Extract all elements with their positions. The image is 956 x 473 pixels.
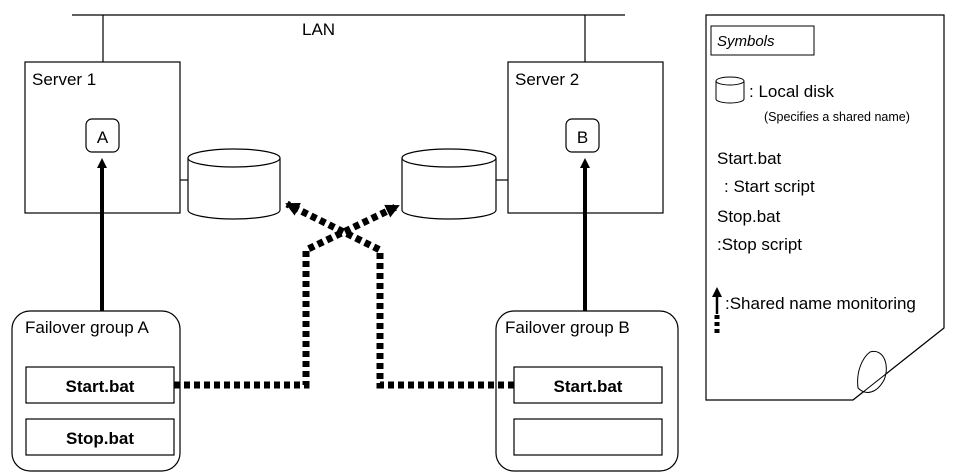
group-b-stop-script bbox=[513, 418, 663, 456]
legend-monitoring-desc: :Shared name monitoring bbox=[725, 294, 916, 313]
group-b-start-label: Start.bat bbox=[554, 377, 623, 396]
monitor-path-a-to-disk-2 bbox=[174, 202, 400, 389]
legend-local-disk-note: (Specifies a shared name) bbox=[764, 110, 910, 124]
monitor-path-b-to-disk-1 bbox=[285, 200, 514, 389]
legend-disk-symbol bbox=[715, 81, 745, 104]
server-1: Server 1 A bbox=[24, 61, 181, 214]
group-a-stop-script bbox=[25, 418, 175, 456]
legend: Symbols : Local disk (Specifies a shared… bbox=[705, 14, 945, 401]
legend-local-disk: : Local disk bbox=[749, 82, 835, 101]
group-b-label: Failover group B bbox=[505, 318, 630, 337]
group-a-stop-label: Stop.bat bbox=[66, 429, 134, 448]
legend-title: Symbols bbox=[717, 33, 775, 50]
legend-stop-script-desc: :Stop script bbox=[717, 235, 802, 254]
local-disk-1 bbox=[180, 148, 281, 220]
legend-title-box bbox=[710, 25, 815, 56]
resource-a-box bbox=[85, 118, 120, 153]
resource-b-box bbox=[565, 118, 600, 153]
failover-group-a: Failover group A Start.bat Stop.bat bbox=[11, 310, 181, 472]
local-disk-2 bbox=[401, 148, 508, 220]
legend-start-script-desc: : Start script bbox=[724, 177, 815, 196]
server-2-label: Server 2 bbox=[515, 70, 579, 89]
server-1-label: Server 1 bbox=[32, 70, 96, 89]
resource-b-label: B bbox=[577, 128, 588, 147]
disk-2-body bbox=[401, 158, 497, 220]
lan-network: LAN bbox=[72, 14, 625, 62]
failover-group-b: Failover group B Start.bat bbox=[495, 310, 679, 472]
legend-stop-script-name: Stop.bat bbox=[717, 207, 781, 226]
group-a-label: Failover group A bbox=[25, 318, 149, 337]
legend-page-curl bbox=[852, 327, 945, 401]
disk-1-top bbox=[187, 148, 281, 168]
legend-disk-symbol-top bbox=[715, 76, 745, 86]
disk-1-body bbox=[187, 158, 281, 220]
legend-start-script-name: Start.bat bbox=[717, 149, 782, 168]
lan-label: LAN bbox=[302, 20, 335, 39]
resource-a-label: A bbox=[97, 128, 109, 147]
group-b-start-script bbox=[513, 366, 663, 404]
disk-2-top bbox=[401, 148, 497, 168]
group-a-start-label: Start.bat bbox=[66, 377, 135, 396]
